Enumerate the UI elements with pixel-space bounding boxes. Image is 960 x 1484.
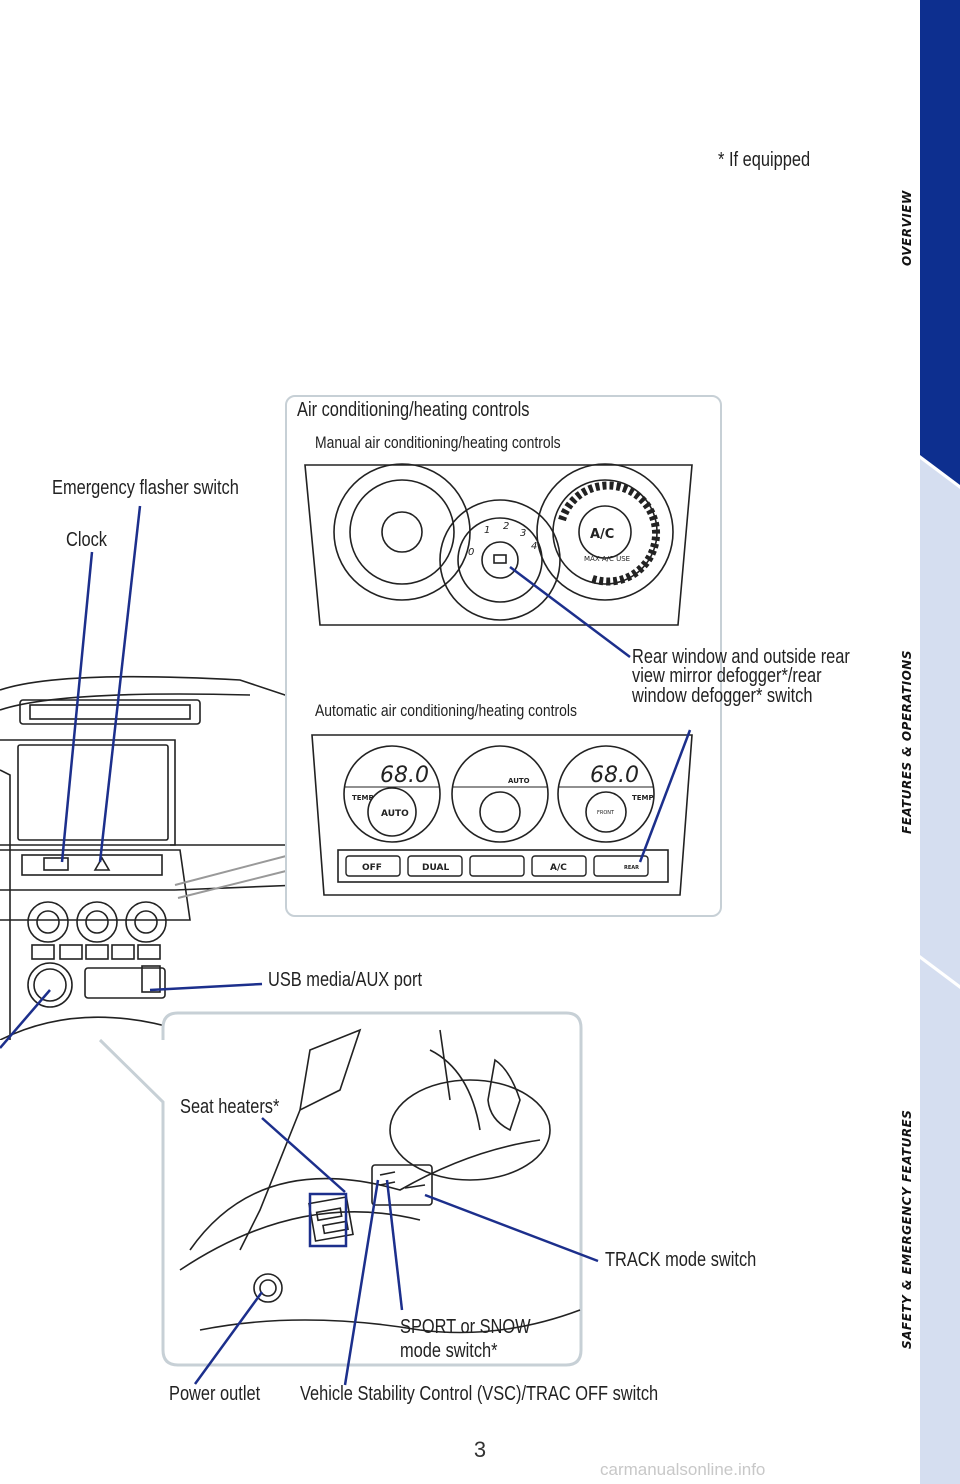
auto-fan-label: AUTO — [508, 777, 530, 785]
vsc-callout-line — [343, 1179, 380, 1386]
mode-switch-cluster — [371, 1164, 433, 1206]
manual-ac-drawing: A/C MAX A/C USE 0 1 2 3 4 — [304, 463, 693, 626]
auto-ac-title: Automatic air conditioning/heating contr… — [315, 701, 577, 720]
side-tab-strip — [920, 0, 960, 1484]
power-outlet-callout-line — [193, 1291, 264, 1385]
shift-lever — [487, 1058, 521, 1132]
seat-heater-buttons — [308, 1196, 354, 1242]
ac-controls-panel — [285, 395, 722, 917]
lower-left-callout-line — [0, 989, 51, 1049]
usb-callout-line — [149, 982, 263, 992]
power-outlet-label: Power outlet — [169, 1383, 261, 1405]
temp-left-display: 68.0 — [380, 763, 429, 788]
tab-safety-bg — [920, 959, 960, 1484]
auto-knob-label: AUTO — [381, 809, 409, 819]
temp-left-label: TEMP — [352, 794, 374, 802]
clock-label: Clock — [66, 529, 108, 551]
dual-button-label: DUAL — [422, 863, 449, 873]
emergency-flasher-label: Emergency flasher switch — [52, 477, 239, 499]
usb-port — [141, 965, 161, 993]
fan-speed-0: 0 — [468, 547, 474, 558]
manual-ac-label: A/C — [590, 527, 614, 542]
seat-heaters-callout-line — [261, 1117, 346, 1193]
fan-speed-2: 2 — [503, 521, 509, 532]
left-temp-knob — [367, 787, 417, 837]
fan-speed-4: 4 — [531, 541, 537, 552]
rear-button-label: REAR — [624, 865, 639, 871]
defogger-auto-callout-line — [638, 729, 692, 863]
sport-snow-callout-line — [385, 1179, 404, 1311]
rear-defogger-button — [493, 554, 507, 564]
recirculation-button[interactable] — [469, 855, 525, 877]
tab-overview-bg — [920, 0, 960, 485]
auto-ac-drawing: 68.0 68.0 TEMP TEMP AUTO AUTO FRONT OFF … — [311, 734, 693, 896]
mode-knob — [381, 511, 423, 553]
tab-features-bg — [920, 459, 960, 985]
right-temp-knob — [585, 791, 627, 833]
vsc-trac-off-label: Vehicle Stability Control (VSC)/TRAC OFF… — [300, 1383, 659, 1405]
temp-right-label: TEMP — [632, 794, 654, 802]
rear-defogger-label: Rear window and outside rear view mirror… — [632, 646, 850, 707]
power-outlet-socket — [259, 1279, 277, 1297]
defogger-manual-callout-line — [509, 566, 631, 658]
ac-button-label: A/C — [550, 863, 567, 873]
max-ac-label: MAX A/C USE — [584, 555, 630, 563]
seat-heaters-label: Seat heaters* — [180, 1096, 280, 1118]
watermark: carmanualsonline.info — [600, 1460, 766, 1479]
fan-speed-1: 1 — [484, 525, 490, 536]
fan-speed-3: 3 — [520, 528, 526, 539]
clock-display — [43, 857, 69, 871]
front-defrost-label: FRONT — [597, 810, 615, 816]
track-mode-label: TRACK mode switch — [605, 1249, 757, 1271]
page-number: 3 — [473, 1437, 487, 1462]
clock-callout-line — [60, 551, 94, 863]
dashboard-illustration — [0, 675, 340, 1040]
seat-heaters-highlight — [308, 1192, 348, 1248]
emergency-callout-line — [98, 505, 142, 863]
sport-snow-label: SPORT or SNOW mode switch* — [400, 1316, 531, 1362]
usb-port-label: USB media/AUX port — [268, 969, 423, 991]
rear-defogger-auto-button[interactable] — [593, 855, 649, 877]
fan-mode-knob — [479, 791, 521, 833]
dual-button[interactable] — [407, 855, 463, 877]
fan-knob — [481, 541, 519, 579]
ac-panel-title: Air conditioning/heating controls — [297, 399, 530, 421]
hazard-button — [93, 856, 111, 871]
temp-right-display: 68.0 — [590, 763, 639, 788]
off-button-label: OFF — [362, 863, 382, 873]
footnote-if-equipped: * If equipped — [718, 149, 811, 171]
ac-button[interactable] — [531, 855, 587, 877]
manual-ac-title: Manual air conditioning/heating controls — [315, 433, 561, 452]
ac-knob — [578, 505, 632, 559]
track-callout-line — [424, 1193, 599, 1263]
off-button[interactable] — [345, 855, 401, 877]
